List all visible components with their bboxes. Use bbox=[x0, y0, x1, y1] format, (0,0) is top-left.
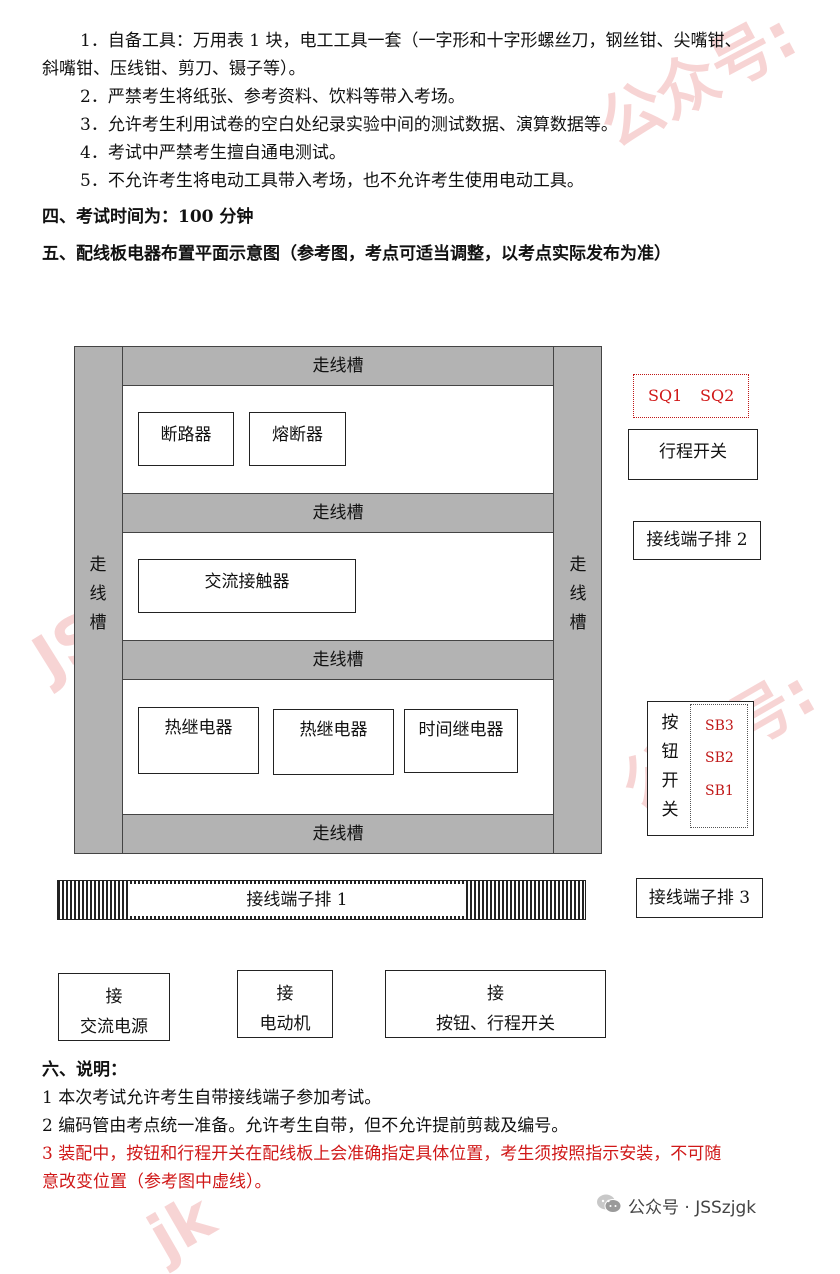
thermal-relay-2: 热继电器 bbox=[273, 709, 394, 775]
note-4: 4．考试中严禁考生擅自通电测试。 bbox=[80, 143, 346, 163]
terminal-block-1-label: 接线端子排 1 bbox=[246, 890, 348, 910]
right-trough-char-2: 线 bbox=[569, 584, 587, 604]
watermark-top-right: 公众号: bbox=[587, 0, 809, 162]
button-switch-box bbox=[647, 701, 754, 836]
section-6-item-2: 2 编码管由考点统一准备。允许考生自带，但不允许提前剪裁及编号。 bbox=[42, 1116, 569, 1136]
right-trough-char-1: 走 bbox=[569, 555, 587, 575]
note-1-line-2: 斜嘴钳、压线钳、剪刀、镊子等）。 bbox=[42, 59, 306, 79]
ac-power-label: 交流电源 bbox=[80, 1017, 148, 1037]
sq2-label: SQ2 bbox=[700, 386, 735, 405]
button-char-1: 按 bbox=[661, 713, 679, 733]
travel-switch-dashed-area bbox=[633, 374, 749, 418]
button-dashed-area bbox=[690, 704, 748, 828]
motor-connection bbox=[237, 970, 333, 1038]
ac-power-connection bbox=[58, 973, 170, 1041]
sb1-label: SB1 bbox=[705, 783, 734, 799]
fuse: 熔断器 bbox=[249, 412, 346, 466]
trough-row-2: 走线槽 bbox=[122, 493, 554, 533]
time-relay: 时间继电器 bbox=[404, 709, 518, 773]
footer-account-label: 公众号 · JSSzjgk bbox=[628, 1198, 757, 1218]
section-6-item-1: 1 本次考试允许考生自带接线端子参加考试。 bbox=[42, 1088, 382, 1108]
button-char-4: 关 bbox=[661, 800, 679, 820]
motor-conn-word: 接 bbox=[276, 984, 294, 1004]
button-travel-connection bbox=[385, 970, 606, 1038]
ac-contactor: 交流接触器 bbox=[138, 559, 356, 613]
section-4-heading: 四、考试时间为：100 分钟 bbox=[42, 207, 254, 227]
sq1-label: SQ1 bbox=[648, 386, 683, 405]
sb3-label: SB3 bbox=[705, 718, 734, 734]
ac-power-conn-word: 接 bbox=[105, 987, 123, 1007]
sb2-label: SB2 bbox=[705, 750, 734, 766]
note-2: 2．严禁考生将纸张、参考资料、饮料等带入考场。 bbox=[80, 87, 465, 107]
thermal-relay-1: 热继电器 bbox=[138, 707, 259, 774]
note-3: 3．允许考生利用试卷的空白处纪录实验中间的测试数据、演算数据等。 bbox=[80, 115, 618, 135]
terminal-block-1-label-area bbox=[128, 884, 466, 916]
note-5: 5．不允许考生将电动工具带入考场，也不允许考生使用电动工具。 bbox=[80, 171, 584, 191]
left-trough-char-1: 走 bbox=[89, 555, 107, 575]
right-trough-char-3: 槽 bbox=[569, 613, 587, 633]
motor-label: 电动机 bbox=[259, 1014, 311, 1034]
note-1-line-1: 1．自备工具：万用表 1 块，电工工具一套（一字形和十字形螺丝刀，钢丝钳、尖嘴钳… bbox=[80, 31, 742, 51]
left-trough-char-2: 线 bbox=[89, 584, 107, 604]
circuit-breaker: 断路器 bbox=[138, 412, 234, 466]
left-side-trough bbox=[74, 346, 123, 854]
travel-switch: 行程开关 bbox=[628, 429, 758, 480]
section-5-heading: 五、配线板电器布置平面示意图（参考图，考点可适当调整，以考点实际发布为准） bbox=[42, 244, 671, 264]
terminal-block-2: 接线端子排 2 bbox=[633, 521, 761, 560]
trough-row-3: 走线槽 bbox=[122, 640, 554, 680]
left-trough-char-3: 槽 bbox=[89, 613, 107, 633]
right-side-trough bbox=[553, 346, 602, 854]
button-travel-label: 按钮、行程开关 bbox=[436, 1014, 555, 1034]
trough-row-4: 走线槽 bbox=[122, 814, 554, 854]
button-travel-conn-word: 接 bbox=[487, 984, 504, 1004]
button-char-3: 开 bbox=[661, 771, 679, 791]
section-6-item-3-line-2: 意改变位置（参考图中虚线）。 bbox=[42, 1172, 272, 1192]
section-6-item-3-line-1: 3 装配中，按钮和行程开关在配线板上会准确指定具体位置，考生须按照指示安装，不可… bbox=[42, 1144, 722, 1164]
button-char-2: 钮 bbox=[661, 742, 679, 762]
trough-row-1: 走线槽 bbox=[122, 346, 554, 386]
wechat-icon bbox=[596, 1193, 622, 1215]
section-6-heading: 六、说明： bbox=[42, 1060, 127, 1080]
terminal-block-3: 接线端子排 3 bbox=[636, 878, 763, 918]
